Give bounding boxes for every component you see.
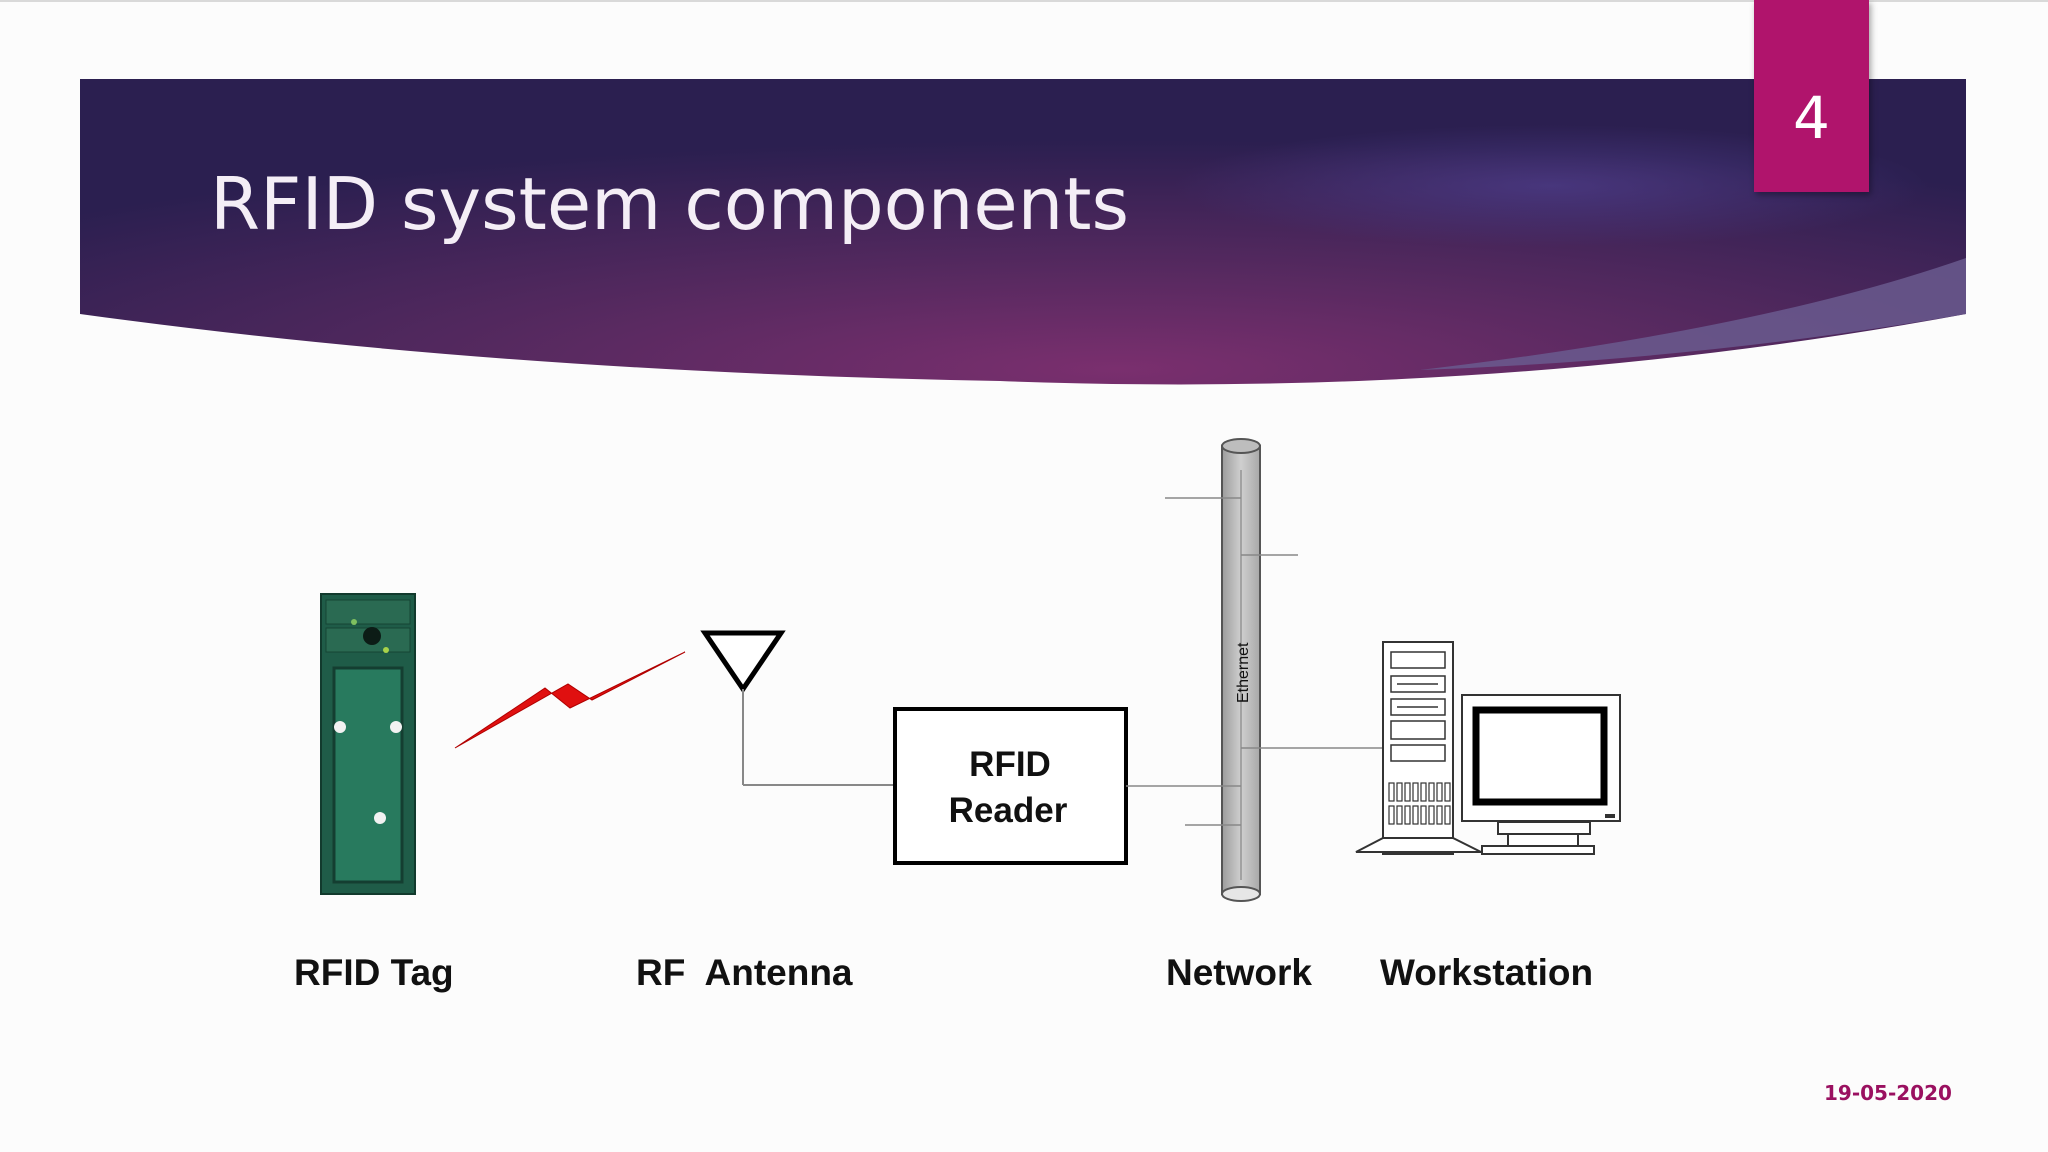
workstation-monitor-icon: [1461, 694, 1621, 855]
rfid-reader-box: RFID Reader: [893, 707, 1128, 865]
workstation-tower-icon: [1355, 641, 1482, 855]
ethernet-label: Ethernet: [1235, 642, 1252, 703]
reader-label-line2: Reader: [949, 791, 1068, 830]
reader-label-line1: RFID: [969, 745, 1051, 784]
antenna-icon: [700, 630, 895, 786]
label-workstation: Workstation: [1380, 952, 1594, 993]
label-network: Network: [1166, 952, 1312, 993]
rf-signal-icon: [454, 651, 686, 749]
top-rule: [0, 0, 2048, 2]
slide-number: 4: [1793, 84, 1830, 152]
label-rf-antenna: RF Antenna: [636, 952, 853, 993]
label-rfid-tag: RFID Tag: [294, 952, 454, 993]
slide-title: RFID system components: [210, 162, 1130, 246]
ethernet-bus-icon: Ethernet: [1126, 438, 1383, 902]
rfid-tag-icon: [320, 593, 416, 895]
slide-number-badge: 4: [1754, 0, 1869, 192]
slide-date: 19-05-2020: [1824, 1081, 1952, 1105]
